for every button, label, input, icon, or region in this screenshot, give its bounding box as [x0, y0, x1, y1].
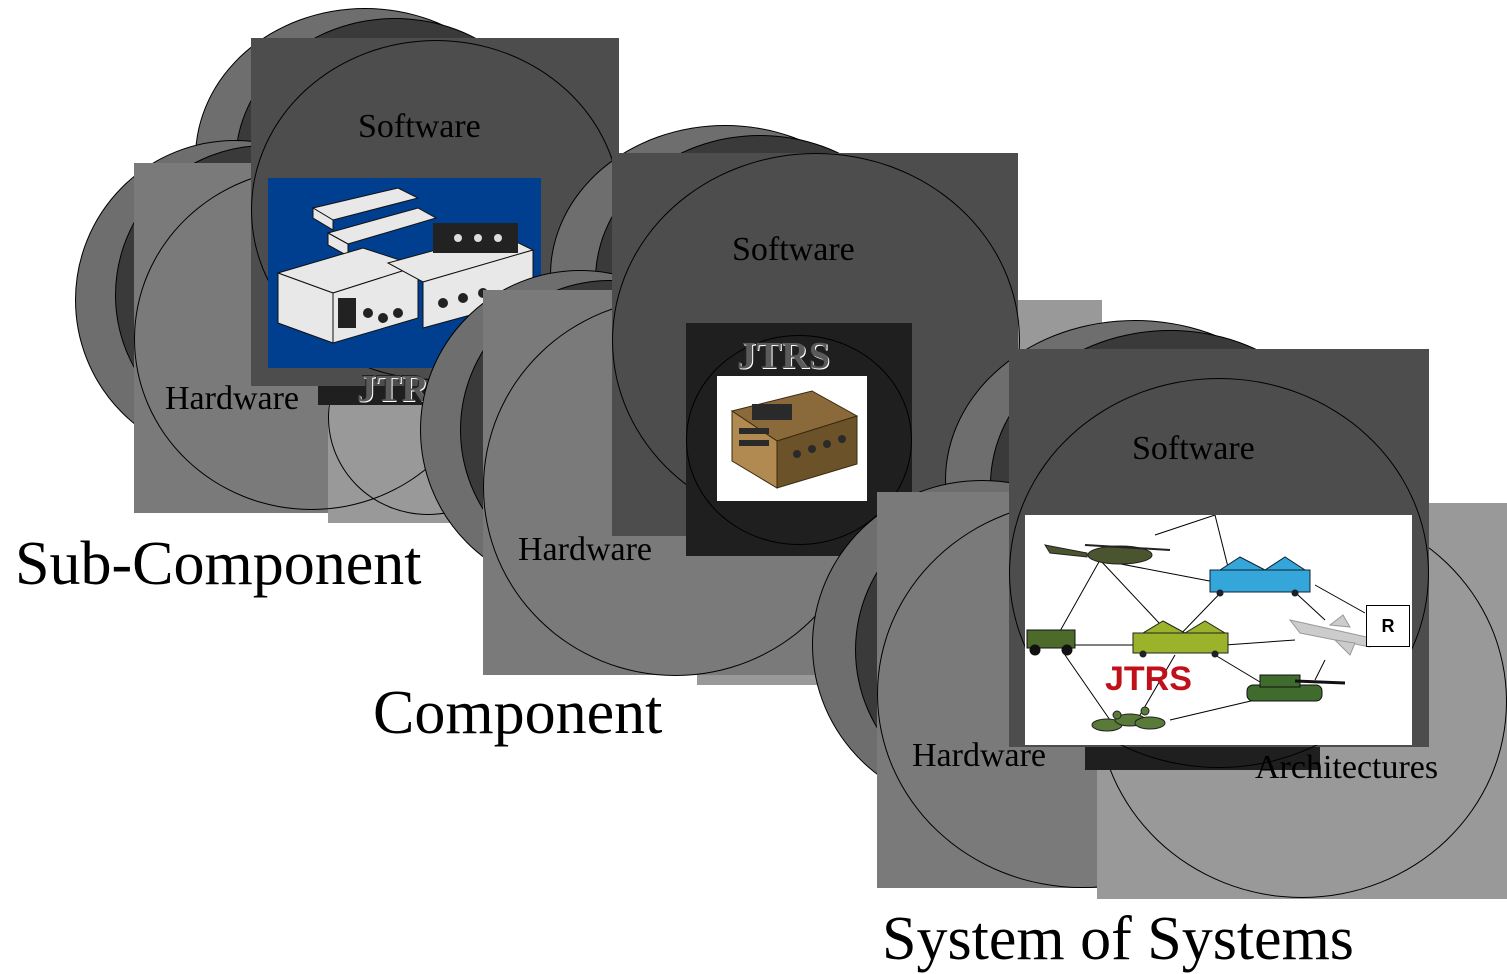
r-box: R: [1366, 605, 1410, 647]
network-image: [1025, 515, 1412, 745]
jtrs-circle: [686, 335, 912, 545]
hardware-label: Hardware: [518, 531, 653, 568]
architectures-label: Architectures: [1255, 749, 1439, 786]
jtrs-label: JTRS: [737, 335, 830, 377]
radio-unit-image: [717, 376, 867, 501]
jtrs-label: JTR: [357, 368, 429, 410]
group-title: System of Systems: [882, 905, 1354, 973]
software-circle: [1009, 378, 1429, 768]
group-title: Component: [373, 679, 663, 747]
software-label: Software: [358, 108, 481, 145]
software-label: Software: [1132, 430, 1255, 467]
jtrs-label: JTRS: [1105, 660, 1192, 698]
software-label: Software: [732, 231, 855, 268]
hardware-label: Hardware: [912, 737, 1047, 774]
group-title: Sub-Component: [15, 530, 422, 598]
hardware-label: Hardware: [165, 380, 300, 417]
